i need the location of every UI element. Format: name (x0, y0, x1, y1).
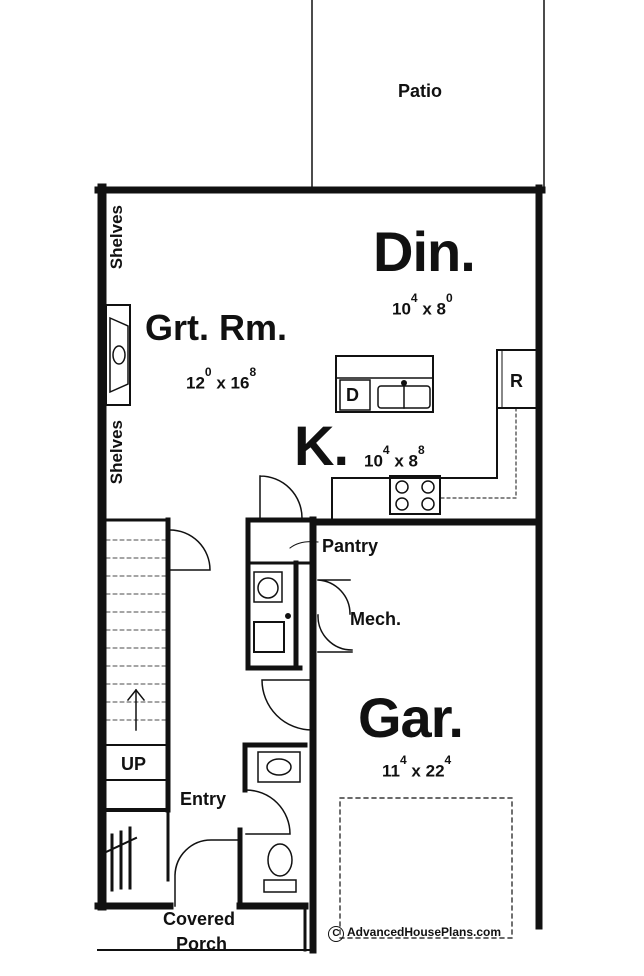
stairs-up-label: UP (121, 754, 147, 774)
door-swing-mech (317, 579, 351, 615)
kitchen-island (335, 355, 434, 413)
garage-dimensions: 114 x 224 (382, 753, 452, 781)
garage-door-outline (339, 797, 513, 939)
kitchen-counter (331, 407, 498, 521)
front-door (174, 839, 241, 907)
stairs (105, 519, 169, 746)
room-label-great-room: Grt. Rm. (145, 307, 288, 348)
room-label-garage: Gar. (358, 686, 464, 749)
bath-sink (257, 751, 301, 783)
dishwasher-label: D (346, 385, 359, 405)
great-room-dimensions: 120 x 168 (186, 365, 257, 393)
refrigerator-label: R (510, 371, 523, 391)
shelves-label-bottom: Shelves (107, 420, 126, 485)
room-label-pantry: Pantry (322, 536, 379, 556)
room-label-dining: Din. (373, 220, 476, 283)
copyright-icon: C (328, 926, 344, 942)
range (389, 475, 441, 515)
room-label-kitchen: K. (294, 414, 349, 477)
refrigerator (496, 349, 538, 409)
furnace (253, 621, 285, 653)
kitchen-dimensions: 104 x 88 (364, 443, 425, 471)
room-label-mech: Mech. (350, 609, 402, 629)
dining-dimensions: 104 x 80 (392, 291, 453, 319)
room-label-porch-line2: Porch (176, 934, 228, 954)
water-heater (253, 571, 283, 603)
toilet (267, 843, 293, 877)
credit-text: AdvancedHousePlans.com (347, 925, 502, 939)
room-label-entry: Entry (180, 789, 227, 809)
door-swing-garage (261, 679, 313, 731)
room-label-patio: Patio (398, 81, 443, 101)
dishwasher (339, 379, 371, 411)
fireplace (105, 304, 131, 406)
shelves-label-top: Shelves (107, 205, 126, 270)
door-swing-kitchen (259, 475, 303, 519)
room-label-porch-line1: Covered (163, 909, 236, 929)
